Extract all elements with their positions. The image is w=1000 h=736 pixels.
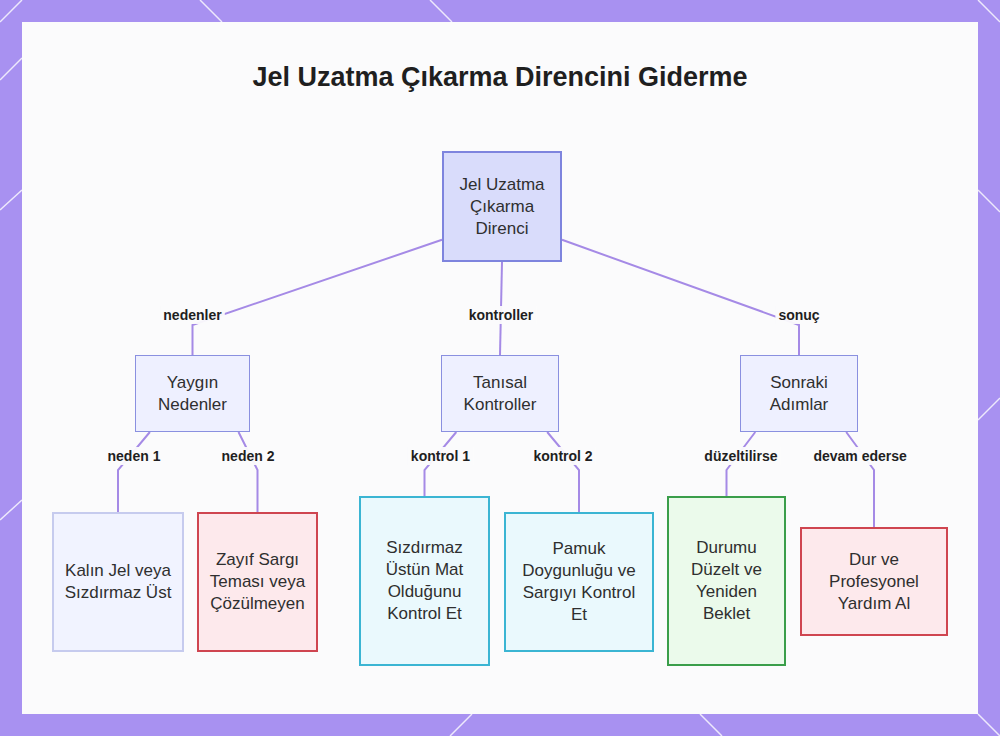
category-box: Sonraki Adımlar	[740, 355, 858, 432]
connector-line	[193, 240, 443, 355]
node-text: Sonraki Adımlar	[749, 372, 849, 416]
connector-line	[562, 240, 799, 355]
node-text: Jel Uzatma Çıkarma Direnci	[452, 174, 552, 240]
edge-label: nedenler	[160, 306, 224, 324]
leaf-box: Sızdırmaz Üstün Mat Olduğunu Kontrol Et	[359, 496, 490, 666]
root-box: Jel Uzatma Çıkarma Direnci	[442, 151, 562, 262]
edge-label: neden 2	[219, 447, 278, 465]
node-text: Tanısal Kontroller	[450, 372, 550, 416]
node-text: Dur ve Profesyonel Yardım Al	[810, 549, 938, 615]
connector-line	[118, 432, 150, 512]
leaf-box: Dur ve Profesyonel Yardım Al	[800, 527, 948, 636]
edge-label: devam ederse	[810, 447, 909, 465]
node-text: Pamuk Doygunluğu ve Sargıyı Kontrol Et	[514, 538, 644, 626]
edge-label: sonuç	[775, 306, 822, 324]
category-box: Yaygın Nedenler	[135, 355, 250, 432]
node-text: Sızdırmaz Üstün Mat Olduğunu Kontrol Et	[369, 537, 480, 625]
node-text: Yaygın Nedenler	[144, 372, 241, 416]
diagram-title: Jel Uzatma Çıkarma Direncini Giderme	[0, 62, 1000, 93]
leaf-box: Durumu Düzelt ve Yeniden Beklet	[667, 496, 786, 666]
edge-label: kontrol 1	[408, 447, 473, 465]
connector-line	[239, 432, 258, 512]
edge-label: neden 1	[105, 447, 164, 465]
edge-label: kontroller	[466, 306, 537, 324]
leaf-box: Pamuk Doygunluğu ve Sargıyı Kontrol Et	[504, 512, 654, 652]
leaf-box: Zayıf Sargı Teması veya Çözülmeyen	[197, 512, 318, 652]
edge-label: kontrol 2	[531, 447, 596, 465]
leaf-box: Kalın Jel veya Sızdırmaz Üst	[52, 512, 184, 652]
node-text: Durumu Düzelt ve Yeniden Beklet	[677, 537, 776, 625]
node-text: Zayıf Sargı Teması veya Çözülmeyen	[207, 549, 308, 615]
connector-line	[547, 432, 579, 512]
edge-label: düzeltilirse	[701, 447, 780, 465]
category-box: Tanısal Kontroller	[441, 355, 559, 432]
node-text: Kalın Jel veya Sızdırmaz Üst	[62, 560, 174, 604]
